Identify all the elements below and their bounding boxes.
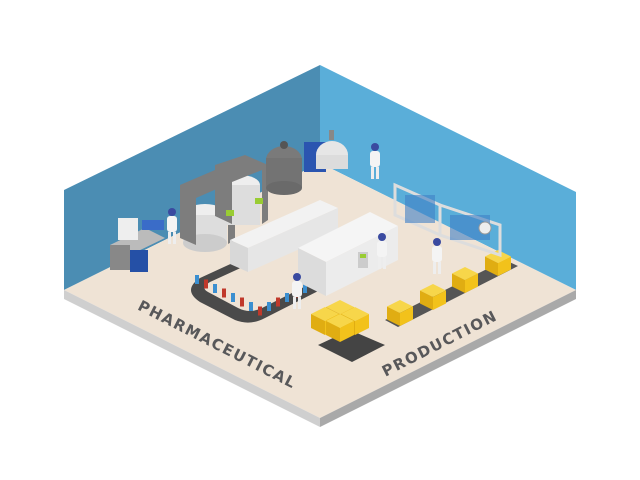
bottle bbox=[276, 297, 280, 307]
floor-edge-right bbox=[320, 290, 576, 427]
box-right bbox=[340, 321, 354, 342]
worker bbox=[292, 273, 302, 309]
worker bbox=[167, 208, 177, 244]
bottle bbox=[213, 284, 217, 293]
worker bbox=[370, 143, 380, 179]
box-left bbox=[452, 273, 465, 293]
bottle bbox=[258, 306, 262, 316]
centrifuge bbox=[304, 130, 348, 172]
box-group bbox=[311, 250, 511, 362]
bottle bbox=[195, 275, 199, 284]
mixing-machine bbox=[180, 155, 268, 252]
bottle bbox=[231, 293, 235, 302]
box-left bbox=[485, 256, 498, 276]
steel-tank bbox=[266, 141, 302, 195]
worker bbox=[432, 238, 442, 274]
box-left bbox=[311, 314, 325, 335]
bottle-conveyor bbox=[191, 255, 330, 323]
bottle bbox=[204, 279, 208, 289]
bottle bbox=[267, 302, 271, 311]
floor-edge-left bbox=[64, 290, 320, 427]
box-right bbox=[355, 314, 369, 335]
bottle bbox=[240, 297, 244, 307]
workers bbox=[167, 143, 442, 309]
box-right bbox=[498, 256, 511, 276]
box-conveyor bbox=[385, 260, 518, 327]
packaging-machine bbox=[393, 182, 502, 258]
box-left bbox=[326, 321, 340, 342]
box-right bbox=[400, 306, 413, 326]
right-wall bbox=[320, 65, 576, 290]
bottle bbox=[285, 293, 289, 302]
box-right bbox=[465, 273, 478, 293]
bottle bbox=[303, 284, 307, 293]
bottle bbox=[222, 288, 226, 298]
lab-workstation bbox=[110, 218, 165, 272]
worker bbox=[377, 233, 387, 269]
box-left bbox=[387, 306, 400, 326]
bottle bbox=[249, 302, 253, 311]
box-right bbox=[433, 290, 446, 310]
box-left bbox=[420, 290, 433, 310]
